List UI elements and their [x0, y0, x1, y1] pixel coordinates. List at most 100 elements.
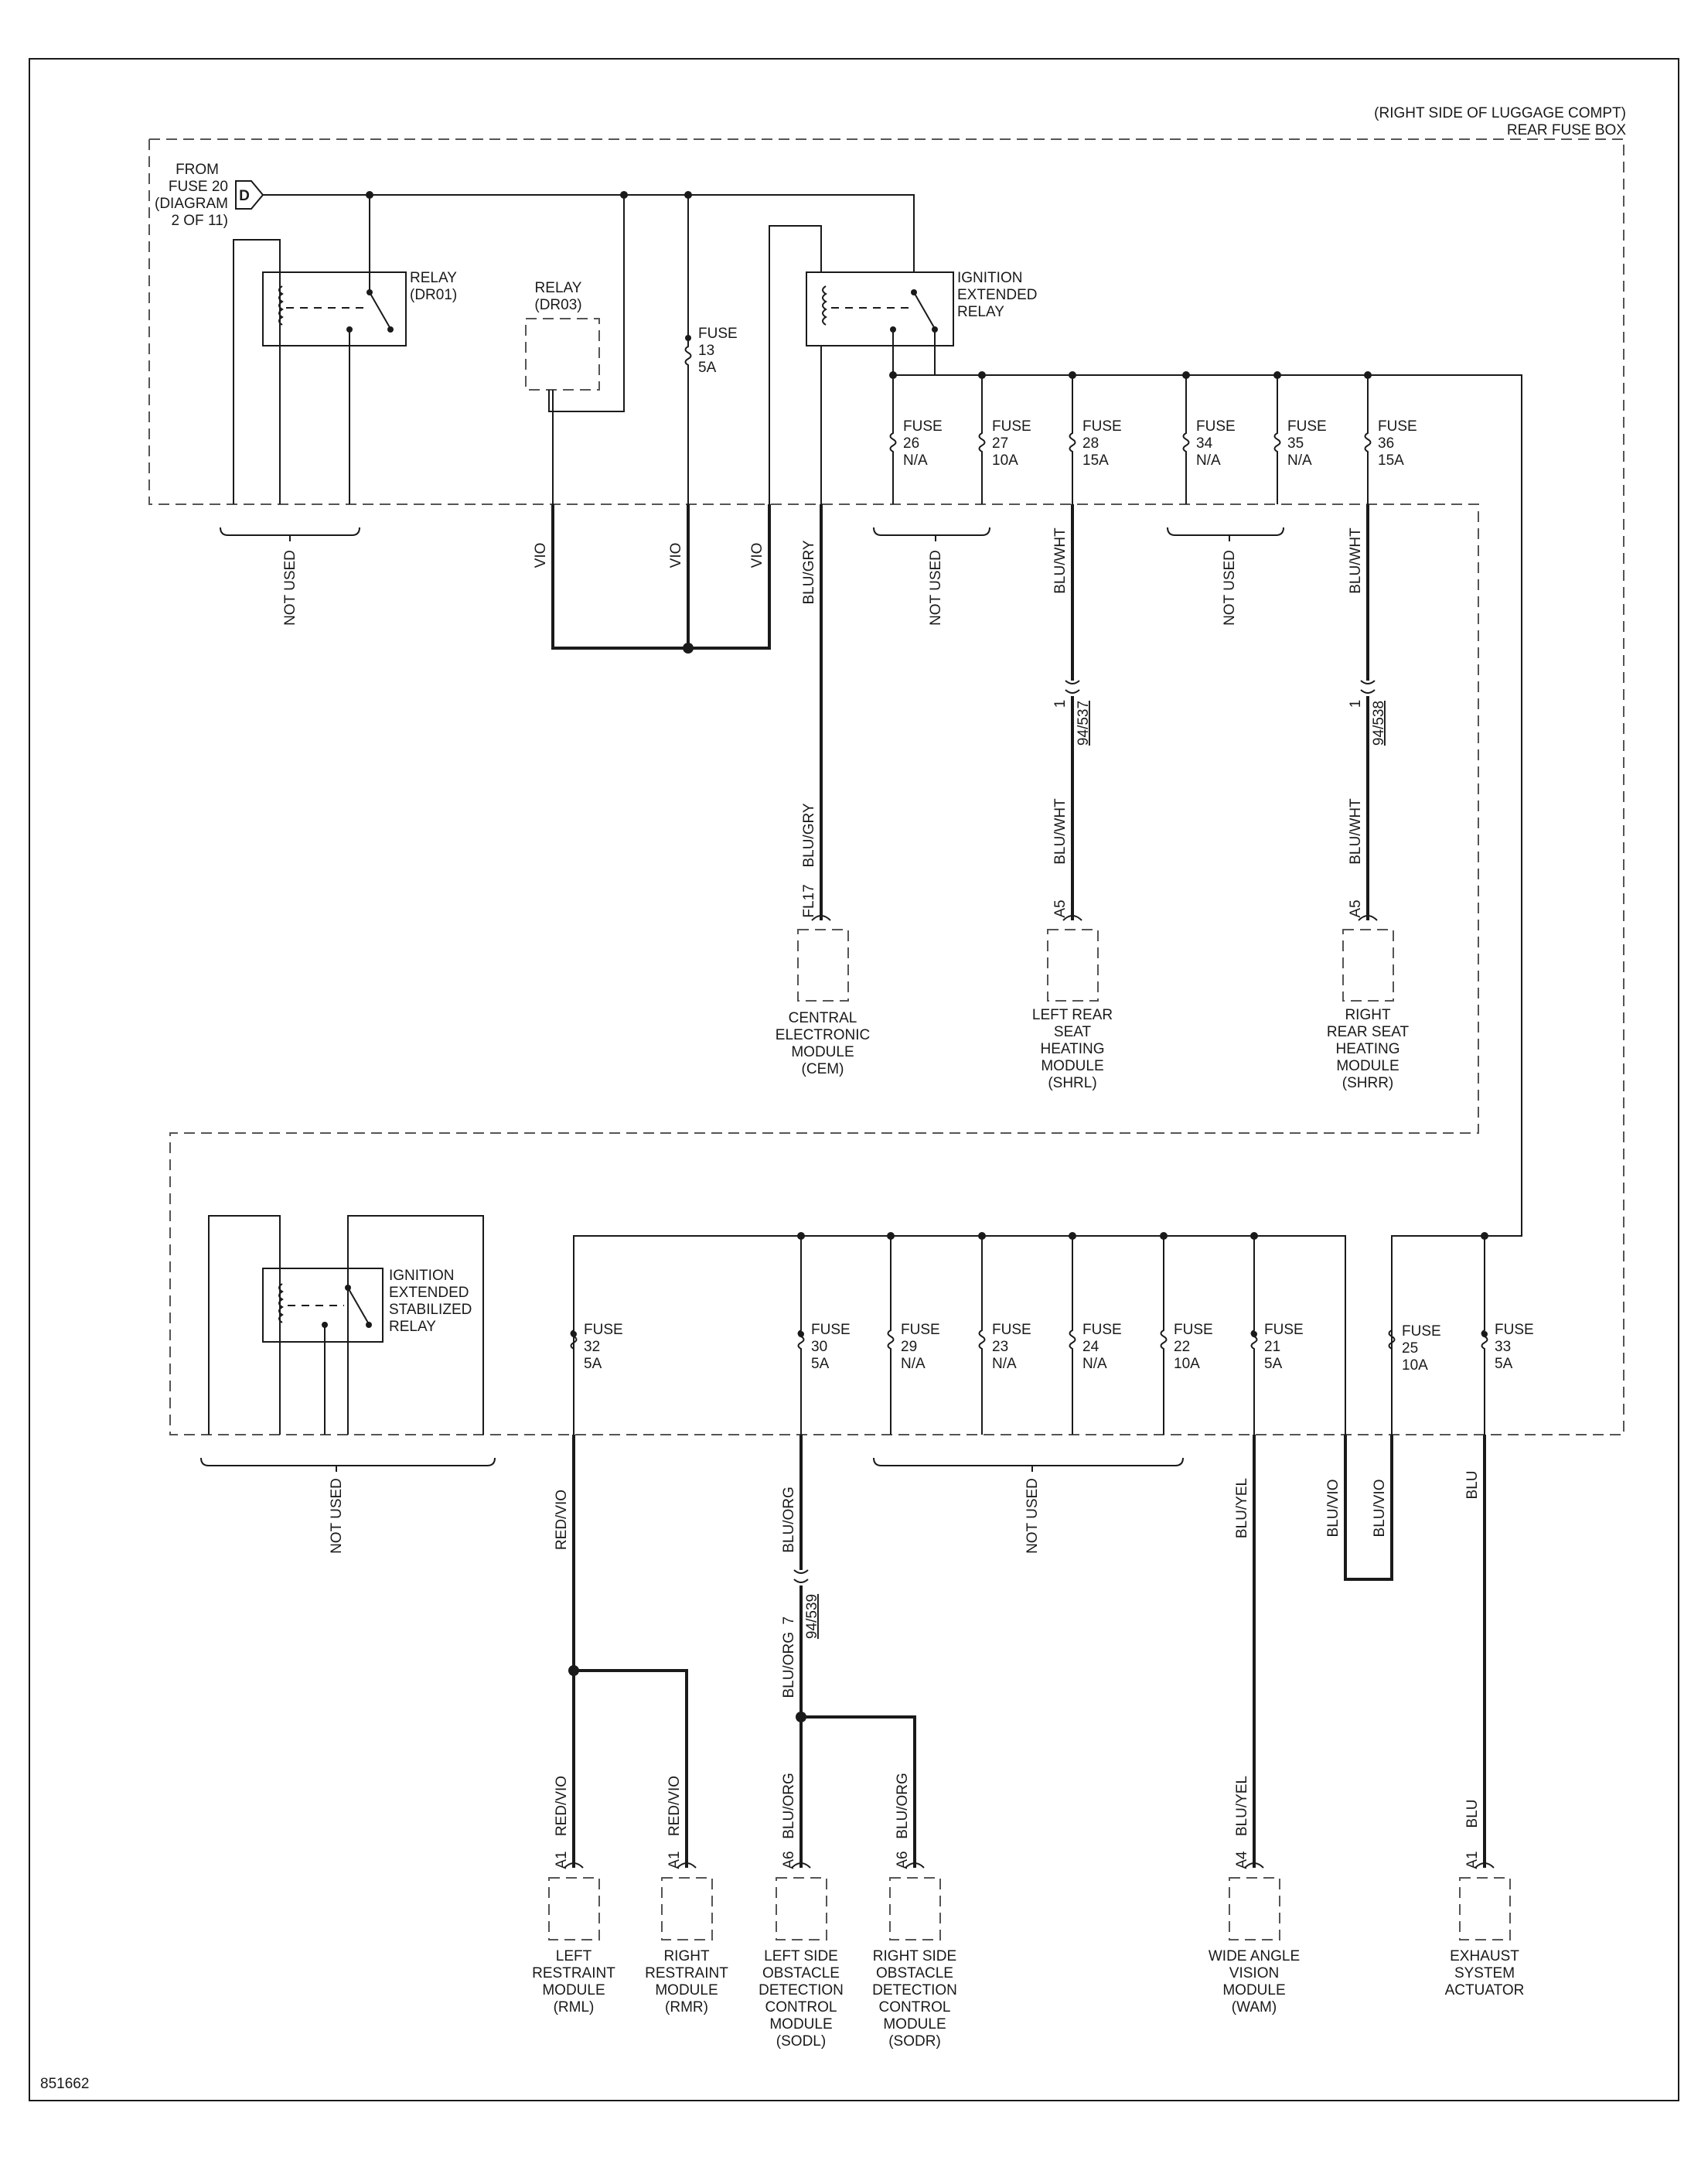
pin-terminal-icon — [1358, 915, 1378, 921]
wam-label-1: WIDE ANGLE — [1209, 1948, 1300, 1964]
module-wam — [1229, 1877, 1280, 1940]
fuse-label: FUSE — [903, 418, 943, 435]
source-label-2: FUSE 20 — [169, 179, 228, 195]
not-used-bracket — [873, 527, 990, 541]
pin-terminal-icon — [811, 915, 831, 921]
wire-color-label: VIO — [749, 543, 765, 568]
fuse-label: FUSE — [1402, 1323, 1441, 1340]
fuse-35: FUSE 35 N/A — [1273, 375, 1327, 504]
rmr-label-4: (RMR) — [665, 1999, 708, 2016]
fuse-label: 15A — [1082, 452, 1109, 469]
wire-color-label: BLU/ORG — [895, 1773, 911, 1839]
cem-label-4: (CEM) — [802, 1061, 844, 1077]
fuse-label: 23 — [992, 1339, 1008, 1355]
inline-connector-icon — [793, 1569, 809, 1583]
pin-label: A5 — [1052, 899, 1069, 917]
wire-color-label: BLU — [1464, 1471, 1481, 1500]
not-used-bracket — [1167, 527, 1284, 541]
relay-dr03-label-2: (DR03) — [534, 297, 581, 313]
fuse-label: 22 — [1174, 1339, 1190, 1355]
exhaust-label-3: ACTUATOR — [1445, 1982, 1525, 1998]
not-used-bracket — [200, 1457, 496, 1472]
blu-org-wires — [799, 1435, 916, 1868]
fuse-label: 10A — [992, 452, 1018, 469]
connector-id: 94/538 — [1371, 701, 1387, 746]
fuse-label: FUSE — [1082, 418, 1122, 435]
pin-label: A6 — [895, 1851, 911, 1869]
wire-color-label: BLU/YEL — [1234, 1478, 1250, 1538]
ign-stab-label-1: IGNITION — [389, 1268, 454, 1284]
pin-label: A1 — [1464, 1851, 1481, 1869]
pin-label: A1 — [666, 1851, 683, 1869]
top-bus — [263, 194, 915, 272]
fuse-label: N/A — [1196, 452, 1221, 469]
fuse-label: 30 — [811, 1339, 827, 1355]
fuse-label: N/A — [1082, 1356, 1107, 1372]
switch-arm-icon — [347, 1287, 370, 1325]
fuse-label: 5A — [1264, 1356, 1283, 1372]
module-shrr — [1342, 929, 1394, 1002]
relay-coil-icon — [822, 285, 827, 326]
module-shrl — [1047, 929, 1099, 1002]
fuse-33: FUSE 33 5A — [1481, 1236, 1534, 1435]
rmr-label-2: RESTRAINT — [645, 1965, 728, 1981]
relay-dr03 — [525, 318, 600, 391]
wire-color-label: BLU/ORG — [781, 1632, 797, 1698]
wire-color-label: VIO — [668, 543, 684, 568]
fuse-label: 5A — [584, 1356, 602, 1372]
fuse-terminal — [685, 335, 691, 341]
module-exhaust-actuator — [1459, 1877, 1511, 1940]
fuse-label: 29 — [901, 1339, 917, 1355]
fuse-13 — [684, 195, 692, 504]
not-used-label: NOT USED — [282, 550, 298, 626]
wire-color-label: RED/VIO — [554, 1776, 570, 1836]
fuse-label: FUSE — [1196, 418, 1236, 435]
fuse-26: FUSE 26 N/A — [889, 375, 943, 504]
fuse-label: 32 — [584, 1339, 600, 1355]
switch-arm-icon — [369, 292, 391, 329]
sodl-label-2: OBSTACLE — [762, 1965, 840, 1981]
sodr-label-4: CONTROL — [879, 1999, 951, 2016]
pin-label: A5 — [1348, 899, 1364, 917]
fuse-label: FUSE — [1287, 418, 1327, 435]
shrl-label-5: (SHRL) — [1048, 1075, 1096, 1091]
fuse-label: FUSE — [1495, 1322, 1534, 1338]
fuse-label: N/A — [992, 1356, 1017, 1372]
shrr-label-2: REAR SEAT — [1327, 1024, 1410, 1040]
ign-ext-label-3: RELAY — [957, 304, 1004, 320]
fuse-label: N/A — [901, 1356, 926, 1372]
cem-label-1: CENTRAL — [789, 1010, 857, 1026]
fuse-label: 28 — [1082, 435, 1099, 452]
fuse-label: FUSE — [1174, 1322, 1213, 1338]
fuse-label: 5A — [698, 360, 717, 376]
fuse-label: FUSE — [1264, 1322, 1304, 1338]
shrr-label-5: (SHRR) — [1342, 1075, 1394, 1091]
source-label-3: (DIAGRAM — [155, 196, 228, 212]
ign-ext-label-2: EXTENDED — [957, 287, 1037, 303]
wire-color-label: BLU/WHT — [1348, 798, 1364, 865]
red-vio-wires — [572, 1435, 688, 1868]
ign-stab-coil-wires — [208, 1215, 281, 1435]
ign-stab-label-4: RELAY — [389, 1319, 436, 1335]
fuse-label: FUSE — [901, 1322, 940, 1338]
wire-color-label: BLU/GRY — [801, 540, 817, 604]
sodl-label-3: DETECTION — [759, 1982, 844, 1998]
sodl-label-6: (SODL) — [776, 2033, 826, 2050]
connector-id: 94/537 — [1076, 701, 1092, 746]
fuse-label: 10A — [1174, 1356, 1200, 1372]
wire-color-label: BLU/VIO — [1372, 1480, 1388, 1538]
fuse-label: 36 — [1378, 435, 1394, 452]
shrl-label-4: MODULE — [1041, 1058, 1103, 1074]
fuse-label: FUSE — [584, 1322, 623, 1338]
relay-dr03-feed — [548, 195, 625, 412]
sodl-label-5: MODULE — [769, 2016, 832, 2033]
inline-connector-icon — [1360, 680, 1376, 694]
upper-output-bus — [935, 374, 1522, 1237]
shrl-label-3: HEATING — [1040, 1041, 1104, 1057]
fuse-23: FUSE 23 N/A — [978, 1236, 1031, 1435]
source-connector-label: D — [239, 188, 250, 204]
fuse-box-outline-left — [148, 139, 1479, 1435]
connector-pin: 1 — [1052, 700, 1069, 708]
ign-stab-contact-wires — [347, 1215, 484, 1435]
